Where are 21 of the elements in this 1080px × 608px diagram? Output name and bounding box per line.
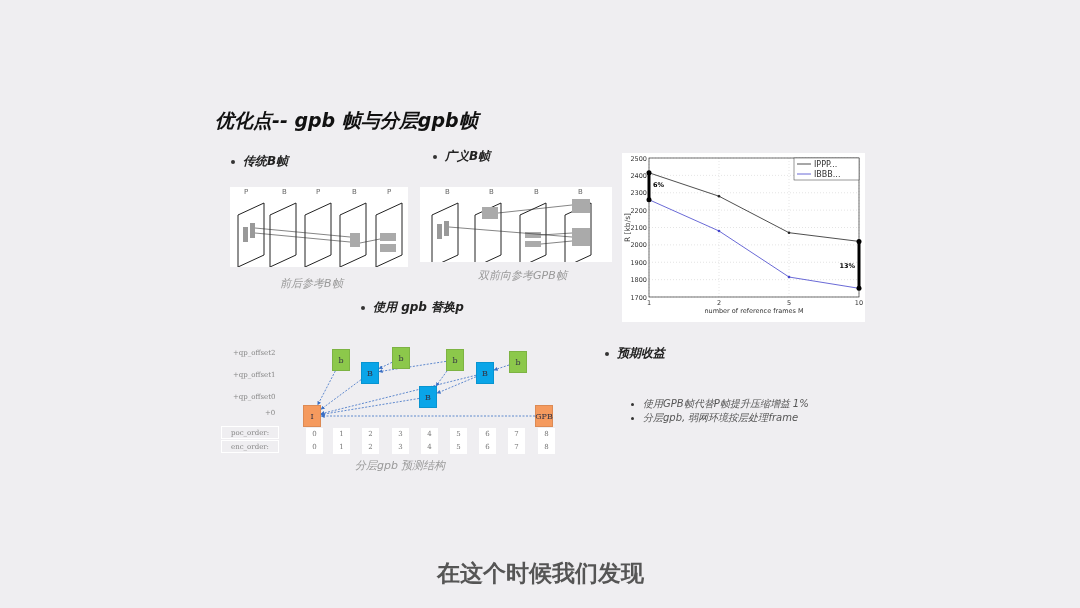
figure-caption: 分层gpb 预测结构 <box>355 458 446 473</box>
frame-box: B <box>419 386 437 408</box>
bullet-item: 使用GPB帧代替P帧提升压缩增益 1% <box>643 397 809 411</box>
frame-box: B <box>476 362 494 384</box>
bullet-item: 广义B帧 <box>445 148 491 165</box>
frame-box: b <box>332 349 350 371</box>
figure-caption: 前后参考B帧 <box>280 276 343 291</box>
legend-label: IBBB... <box>814 170 841 179</box>
bullet-item: 预期收益 <box>617 345 665 362</box>
figure-caption: 双前向参考GPB帧 <box>478 268 567 283</box>
frame-box: b <box>446 349 464 371</box>
frame-box: GPB <box>535 405 553 427</box>
frame-box: I <box>303 405 321 427</box>
frame-box: b <box>509 351 527 373</box>
bullet-item: 分层gpb, 弱网环境按层处理frame <box>643 411 799 425</box>
legend-label: IPPP... <box>814 160 838 169</box>
bullet-item: 传统B帧 <box>243 153 289 170</box>
frame-box: b <box>392 347 410 369</box>
bullet-item: 使用 gpb 替换p <box>373 299 464 316</box>
frame-box: B <box>361 362 379 384</box>
subtitle-caption: 在这个时候我们发现 <box>435 559 645 588</box>
